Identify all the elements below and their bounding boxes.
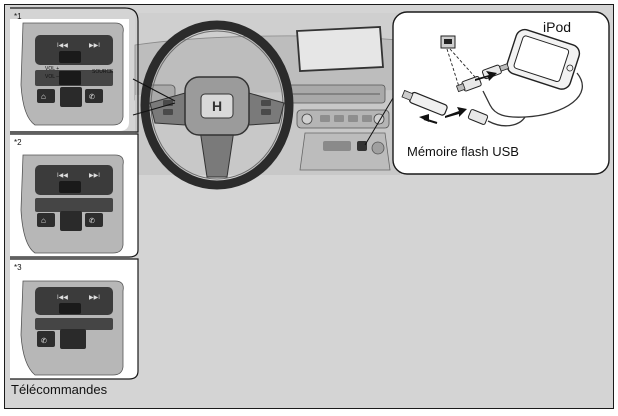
- svg-text:▶▶I: ▶▶I: [89, 173, 100, 179]
- source-label: SOURCE: [92, 69, 114, 75]
- svg-text:H: H: [212, 98, 222, 114]
- svg-text:I◀◀: I◀◀: [57, 173, 68, 179]
- steering-wheel: H: [140, 20, 294, 190]
- panel-marker-1: *1: [14, 12, 22, 21]
- usb-port-icon: [440, 35, 456, 49]
- vol-plus-label: VOL +: [45, 66, 60, 72]
- remote-panel-1: I◀◀ ▶▶I ⌂ ✆: [10, 7, 139, 133]
- svg-text:⌂: ⌂: [41, 92, 46, 101]
- vol-minus-label: VOL –: [45, 74, 59, 80]
- svg-text:⌂: ⌂: [41, 216, 46, 225]
- dashboard-illustration: H I◀◀ ▶▶I: [10, 7, 610, 380]
- svg-text:✆: ✆: [89, 93, 95, 101]
- svg-text:✆: ✆: [89, 217, 95, 225]
- remote-controls-caption: Télécommandes: [11, 382, 108, 397]
- usb-flash-drive-icon: [401, 89, 448, 116]
- usb-flash-label: Mémoire flash USB: [407, 144, 519, 159]
- svg-text:I◀◀: I◀◀: [57, 43, 68, 49]
- pointer-lines: [132, 78, 394, 146]
- cable-usb-plug-icon: [455, 76, 482, 93]
- ipod-label: iPod: [543, 19, 572, 35]
- ipod-icon: [506, 28, 581, 90]
- remote-panel-2: I◀◀ ▶▶I ⌂ ✆: [10, 133, 139, 258]
- usb-ipod-diagram: H I◀◀ ▶▶I: [4, 4, 614, 409]
- panel-marker-2: *2: [14, 138, 22, 147]
- svg-text:✆: ✆: [41, 337, 47, 345]
- svg-text:I◀◀: I◀◀: [57, 295, 68, 301]
- svg-text:▶▶I: ▶▶I: [89, 43, 100, 49]
- connector-plug-icon: [481, 63, 510, 80]
- svg-text:▶▶I: ▶▶I: [89, 295, 100, 301]
- inset-usb-ipod: [392, 11, 610, 175]
- panel-marker-3: *3: [14, 263, 22, 272]
- remote-panel-3: I◀◀ ▶▶I ✆: [10, 258, 139, 380]
